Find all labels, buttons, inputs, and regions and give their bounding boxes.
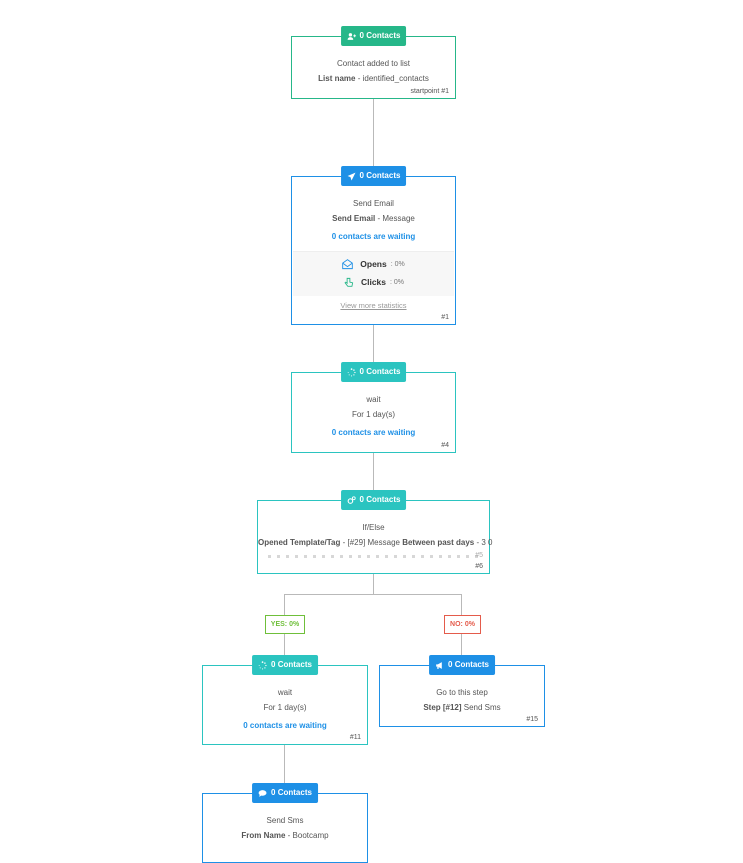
node-title: If/Else xyxy=(362,523,385,532)
badge-label: 0 Contacts xyxy=(271,660,312,669)
spinner-icon xyxy=(258,660,267,669)
opens-label: Opens xyxy=(360,259,387,269)
node-title: Send Email xyxy=(353,199,394,208)
startpoint-node[interactable]: 0 Contacts Contact added to list List na… xyxy=(291,26,456,99)
badge-label: 0 Contacts xyxy=(448,660,489,669)
clicks-value: : 0% xyxy=(390,278,405,286)
if-else-node[interactable]: 0 Contacts If/Else Opened Template/Tag -… xyxy=(257,490,493,574)
badge-label: 0 Contacts xyxy=(359,31,401,40)
email-stats-panel: Opens : 0% Clicks : 0% xyxy=(293,251,454,296)
contacts-count-badge[interactable]: 0 Contacts xyxy=(252,655,318,675)
connector-start-email xyxy=(373,98,374,166)
opens-stat: Opens : 0% xyxy=(293,255,454,273)
comment-icon xyxy=(258,789,267,797)
contacts-count-badge[interactable]: 0 Contacts xyxy=(252,783,318,803)
opens-value: : 0% xyxy=(390,260,405,268)
node-title: wait xyxy=(366,395,381,404)
connector-email-wait xyxy=(373,324,374,363)
view-more-statistics-link[interactable]: View more statistics xyxy=(340,301,407,310)
badge-label: 0 Contacts xyxy=(359,367,401,376)
badge-label: 0 Contacts xyxy=(271,788,312,797)
contacts-count-badge[interactable]: 0 Contacts xyxy=(340,362,407,382)
wait-node[interactable]: 0 Contacts wait For 1 day(s) 0 contacts … xyxy=(291,362,456,453)
step-id: #6 xyxy=(475,563,483,570)
step-id: #15 xyxy=(526,716,538,723)
paper-plane-icon xyxy=(347,172,355,180)
connector-wait2-sms xyxy=(284,745,285,785)
node-detail: For 1 day(s) xyxy=(263,703,307,712)
wait-node[interactable]: 0 Contacts wait For 1 day(s) 0 contacts … xyxy=(202,655,368,745)
connector-wait-ifelse xyxy=(373,452,374,491)
node-condition: Opened Template/Tag - [#29] Message Betw… xyxy=(258,538,493,547)
contacts-count-badge[interactable]: 0 Contacts xyxy=(429,655,495,675)
send-email-node[interactable]: 0 Contacts Send Email Send Email - Messa… xyxy=(291,166,456,325)
no-branch-tag[interactable]: NO: 0% xyxy=(444,615,481,634)
condition-overflow xyxy=(268,553,479,559)
badge-label: 0 Contacts xyxy=(359,495,401,504)
node-title: wait xyxy=(277,688,293,697)
waiting-contacts[interactable]: 0 contacts are waiting xyxy=(331,428,416,437)
waiting-contacts[interactable]: 0 contacts are waiting xyxy=(243,721,327,730)
clicks-label: Clicks xyxy=(360,277,387,287)
node-title: Contact added to list xyxy=(337,59,410,68)
step-id: #4 xyxy=(441,442,449,449)
badge-label: 0 Contacts xyxy=(359,171,401,180)
node-detail: Send Email - Message xyxy=(332,214,415,223)
go-to-step-node[interactable]: 0 Contacts Go to this step Step [#12] Se… xyxy=(379,655,545,727)
node-detail: List name - identified_contacts xyxy=(318,74,429,83)
yes-branch-tag[interactable]: YES: 0% xyxy=(265,615,305,634)
clicks-stat: Clicks : 0% xyxy=(293,273,454,291)
connector-ifelse-split xyxy=(373,573,374,594)
node-detail: From Name - Bootcamp xyxy=(241,831,329,840)
node-title: Go to this step xyxy=(436,688,488,697)
node-detail: For 1 day(s) xyxy=(351,410,396,419)
node-detail: Step [#12] Send Sms xyxy=(423,703,501,712)
user-plus-icon xyxy=(347,32,356,40)
step-id: #1 xyxy=(441,314,449,321)
send-sms-node[interactable]: 0 Contacts Send Sms From Name - Bootcamp xyxy=(202,783,368,863)
bullhorn-icon xyxy=(436,661,442,669)
overflow-step-id: #5 xyxy=(475,552,483,559)
contacts-count-badge[interactable]: 0 Contacts xyxy=(340,490,407,510)
pointer-hand-icon xyxy=(344,277,354,287)
node-title: Send Sms xyxy=(266,816,304,825)
cogs-icon xyxy=(347,495,356,504)
waiting-contacts[interactable]: 0 contacts are waiting xyxy=(331,232,416,241)
step-id: startpoint #1 xyxy=(410,88,449,95)
contacts-count-badge[interactable]: 0 Contacts xyxy=(340,166,407,186)
connector-split-horizontal xyxy=(284,594,462,595)
spinner-icon xyxy=(347,367,356,376)
contacts-count-badge[interactable]: 0 Contacts xyxy=(340,26,407,46)
step-id: #11 xyxy=(349,734,361,741)
envelope-open-icon xyxy=(342,258,354,269)
